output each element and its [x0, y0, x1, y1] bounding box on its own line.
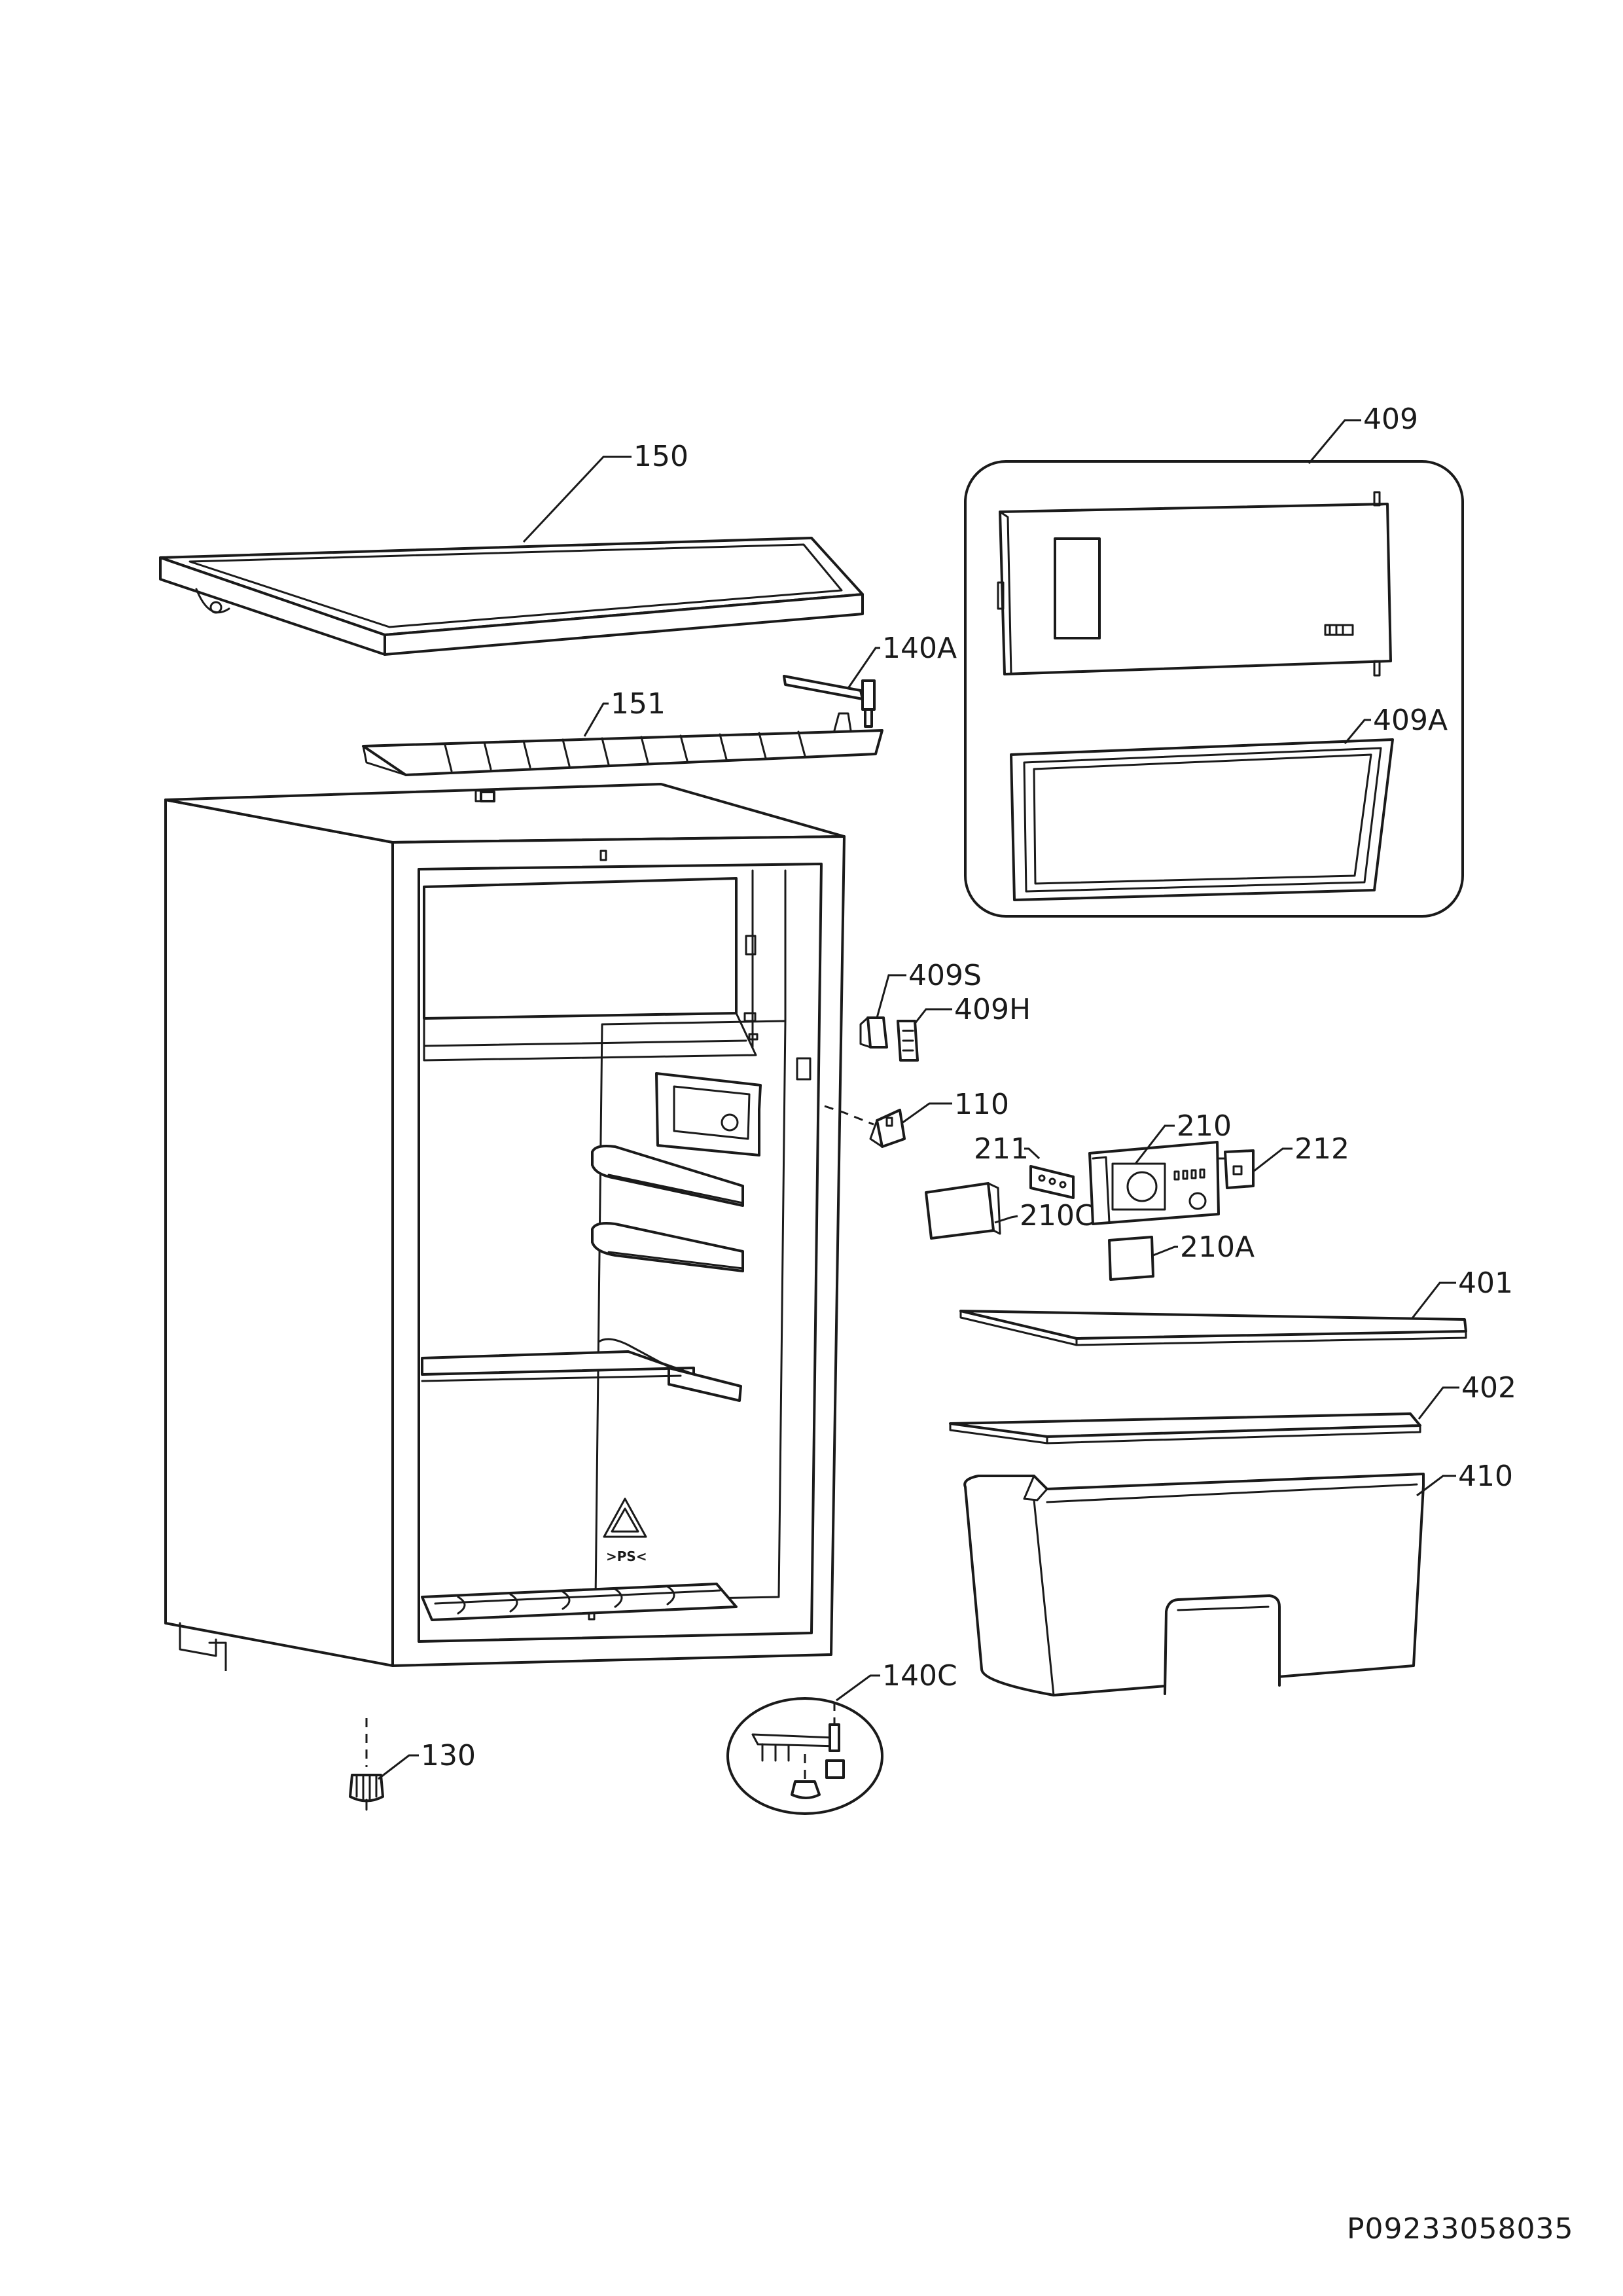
- dash-110: [824, 1105, 874, 1126]
- part-110-hinge-cover: [869, 1109, 906, 1148]
- part-130-adjustable-foot: [349, 1718, 384, 1811]
- part-409S-hinge-cap: [859, 1016, 888, 1049]
- label-210A: 210A: [1180, 1230, 1255, 1264]
- part-140C-bottom-hinge-group: [726, 1697, 883, 1815]
- label-409: 409: [1363, 403, 1418, 436]
- part-212-sensor-board: [1216, 1149, 1255, 1189]
- label-140A: 140A: [882, 632, 957, 665]
- part-409H-hinge: [897, 1020, 919, 1062]
- part-402-crisper-cover: [949, 1412, 1421, 1444]
- label-401: 401: [1458, 1266, 1513, 1300]
- label-130: 130: [421, 1739, 476, 1772]
- part-210A-label-card: [1108, 1236, 1154, 1281]
- recycling-mark: >PS<: [603, 1498, 647, 1564]
- part-211-circuit-board: [1029, 1165, 1075, 1199]
- part-151-top-frame: [362, 712, 883, 776]
- part-labels: 150 140A 151 409 409A 409S 409H 110 210 …: [421, 403, 1516, 1772]
- part-140A-top-hinge: [783, 675, 876, 728]
- label-409S: 409S: [908, 959, 982, 992]
- group-409-freezer-door-box: [964, 460, 1464, 918]
- label-409A: 409A: [1373, 704, 1448, 737]
- part-401-glass-shelf: [959, 1310, 1467, 1346]
- part-410-crisper-drawer: [963, 1473, 1425, 1696]
- recycling-mark-text: >PS<: [606, 1549, 647, 1564]
- label-410: 410: [1458, 1460, 1513, 1493]
- label-402: 402: [1461, 1371, 1516, 1405]
- cabinet-body: [164, 783, 846, 1676]
- label-210: 210: [1177, 1109, 1232, 1143]
- document-id: P09233058035: [1347, 2212, 1573, 2246]
- label-110: 110: [954, 1088, 1009, 1121]
- part-210-control-housing: [1088, 1141, 1220, 1225]
- label-151: 151: [611, 687, 666, 721]
- part-210C-cover: [925, 1182, 1001, 1240]
- label-409H: 409H: [954, 993, 1031, 1026]
- leader-lines: [378, 419, 1459, 1780]
- label-140C: 140C: [882, 1659, 957, 1693]
- part-150-top-cover: [159, 537, 864, 656]
- label-210C: 210C: [1020, 1199, 1095, 1232]
- label-211: 211: [974, 1132, 1029, 1166]
- label-212: 212: [1294, 1132, 1349, 1166]
- label-150: 150: [633, 440, 688, 473]
